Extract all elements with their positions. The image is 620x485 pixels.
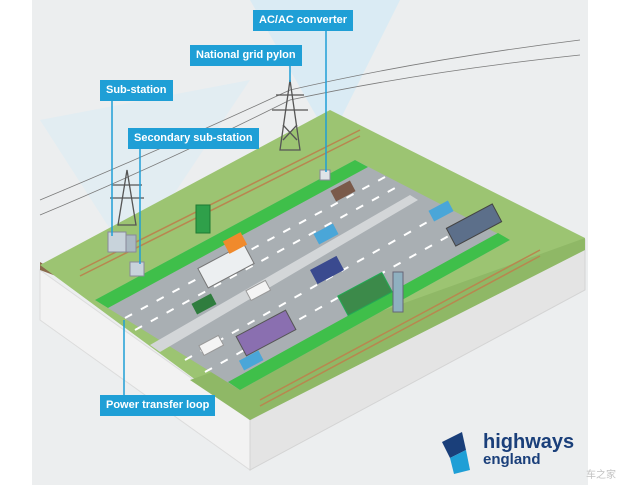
brand-line-1: highways [483,431,575,453]
secondary-sub-station-building [129,261,145,277]
light-beam [40,80,250,260]
charging-lane-near [228,233,510,390]
callout-leaders [111,28,327,395]
car-white [245,279,272,302]
fence-near [259,249,541,407]
lane-markings [124,176,471,373]
cab-orange [222,232,248,254]
truck-blue [445,203,503,247]
car-green [191,293,217,315]
car-brown [330,180,356,202]
bus-green [337,271,393,317]
charging-lane-far [95,160,368,308]
callout-power-transfer-loop: Power transfer loop [100,395,216,416]
road-sign-green [195,204,211,234]
car-blue [428,200,454,222]
pylon-secondary [110,169,144,226]
car-blue [238,350,264,371]
national-grid-pylon [272,79,308,151]
brand-line-2: england [483,451,541,468]
truck-white [197,243,255,289]
brand-wordmark: highways england [483,432,574,468]
grass-verge [190,238,585,420]
light-beam [250,0,400,140]
callout-sub-station: Sub-station [100,80,173,101]
callout-secondary-sub-station: Secondary sub-station [128,128,259,149]
van-navy [310,255,344,285]
motorway [95,160,510,390]
callout-national-grid-pylon: National grid pylon [190,45,302,66]
highways-england-logo-icon [442,432,470,474]
gantry-sign [392,271,404,313]
truck-purple [235,309,297,357]
sub-station-building [107,231,137,253]
car-blue [313,223,339,245]
car-white [198,334,225,357]
watermark-text: 车之家 [586,470,616,481]
callout-acac-converter: AC/AC converter [253,10,354,31]
central-reservation [150,195,418,352]
vehicles [191,180,503,371]
acac-converter-box [319,169,331,181]
